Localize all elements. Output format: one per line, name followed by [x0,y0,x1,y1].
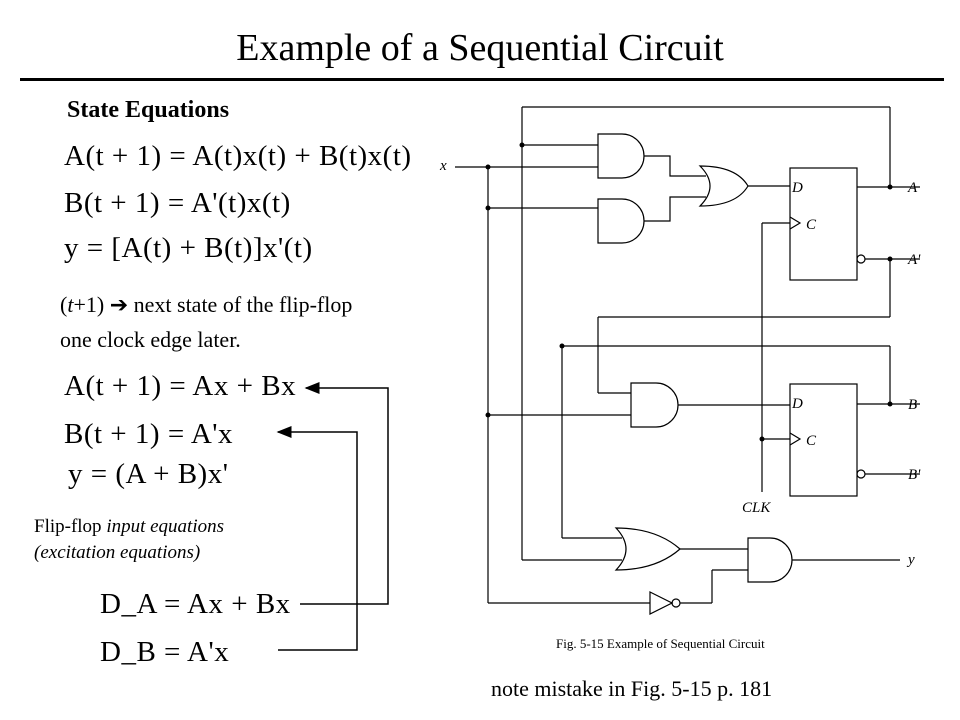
flipflop-input-label: Flip-flop input equations (excitation eq… [34,514,224,566]
page-title: Example of a Sequential Circuit [236,27,724,69]
ffb-d-pin: D [791,396,803,412]
state-equation-a: A(t + 1) = A(t)x(t) + B(t)x(t) [64,140,412,172]
ffb-c-pin: C [806,433,817,449]
ffa-c-pin: C [806,217,817,233]
ff-label-italic: input equations [106,516,225,537]
ff-label-line2: (excitation equations) [34,542,201,563]
ff-label-plain: Flip-flop [34,516,107,537]
simplified-equation-y: y = (A + B)x' [68,458,229,490]
simplified-equation-b: B(t + 1) = A'x [64,418,233,450]
note-time-var: t [67,292,74,317]
right-arrow-icon: ➔ [109,293,129,318]
bottom-note: note mistake in Fig. 5-15 p. 181 [491,676,773,701]
link-db-to-b [276,426,358,651]
input-equation-da: D_A = Ax + Bx [100,588,291,620]
title-divider [20,78,944,81]
input-equation-db: D_B = A'x [100,636,230,668]
figure-caption: Fig. 5-15 Example of Sequential Circuit [556,636,765,651]
junction-dots [485,142,893,442]
output-b-label: B [908,397,917,413]
link-da-to-a [300,382,389,605]
clock-label: CLK [742,500,771,516]
note-line1-text: next state of the flip-flop [133,292,353,317]
note-line2-text: one clock edge later. [60,327,241,352]
state-equations-heading: State Equations [67,97,230,123]
output-equation-y: y = [A(t) + B(t)]x'(t) [64,232,313,264]
state-equation-b: B(t + 1) = A'(t)x(t) [64,187,291,219]
ffa-d-pin: D [791,180,803,196]
output-a-bar-label: A' [907,252,921,268]
input-x-label: x [439,158,447,174]
output-b-bar-label: B' [908,467,921,483]
output-y-label: y [906,552,915,568]
next-state-note: (t+1) ➔ next state of the flip-flop one … [60,292,353,352]
simplified-equation-a: A(t + 1) = Ax + Bx [64,370,297,402]
output-a-label: A [907,180,918,196]
